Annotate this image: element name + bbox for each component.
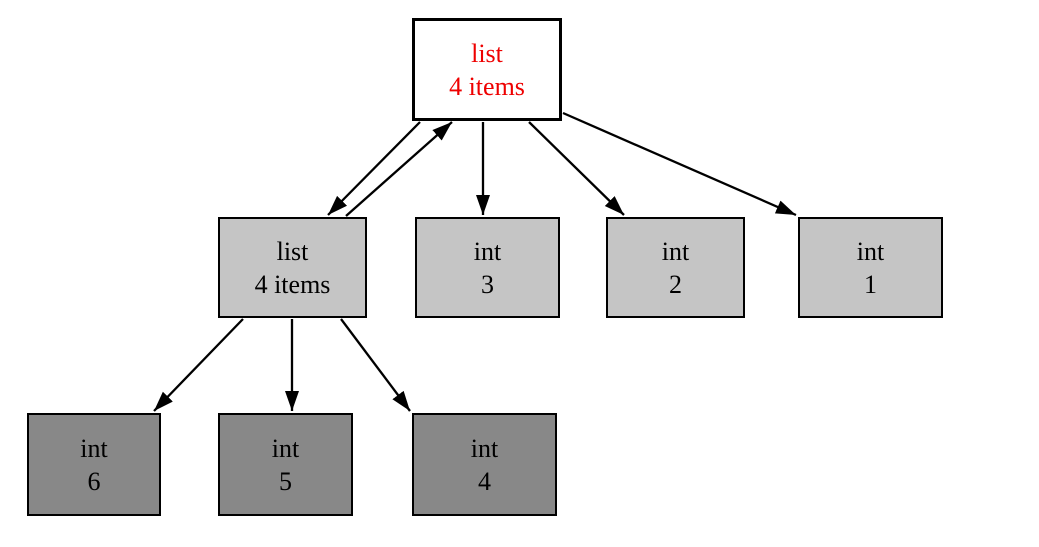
node-int-6: int 6: [27, 413, 161, 516]
node-value-label: 1: [864, 269, 877, 299]
node-value-label: 5: [279, 466, 292, 496]
node-int-2: int 2: [606, 217, 745, 318]
edge-root-to-int-2: [528, 121, 625, 216]
node-value-label: 3: [481, 269, 494, 299]
edge-root-to-int-1: [562, 111, 797, 217]
node-type-label: int: [80, 433, 108, 463]
node-list-child: list 4 items: [218, 217, 367, 318]
node-int-1: int 1: [798, 217, 943, 318]
node-type-label: int: [856, 236, 885, 266]
node-value-label: 2: [669, 269, 682, 299]
node-list-root: list 4 items: [412, 18, 562, 121]
node-value-label: 4 items: [254, 269, 331, 299]
node-type-label: int: [661, 236, 690, 266]
node-int-4: int 4: [412, 413, 557, 516]
node-value-label: 4: [478, 466, 491, 496]
node-type-label: int: [271, 433, 300, 463]
edge-child-list-to-root: [345, 121, 453, 217]
edge-child-list-to-int-6: [153, 318, 244, 412]
node-type-label: list: [471, 38, 503, 68]
node-type-label: int: [473, 236, 502, 266]
edge-child-list-to-int-4: [340, 318, 411, 412]
node-int-5: int 5: [218, 413, 353, 516]
node-int-3: int 3: [415, 217, 560, 318]
node-type-label: list: [276, 236, 309, 266]
node-type-label: int: [470, 433, 499, 463]
edge-root-to-child-list: [327, 121, 421, 216]
node-value-label: 4 items: [449, 71, 525, 101]
node-value-label: 6: [87, 466, 101, 496]
